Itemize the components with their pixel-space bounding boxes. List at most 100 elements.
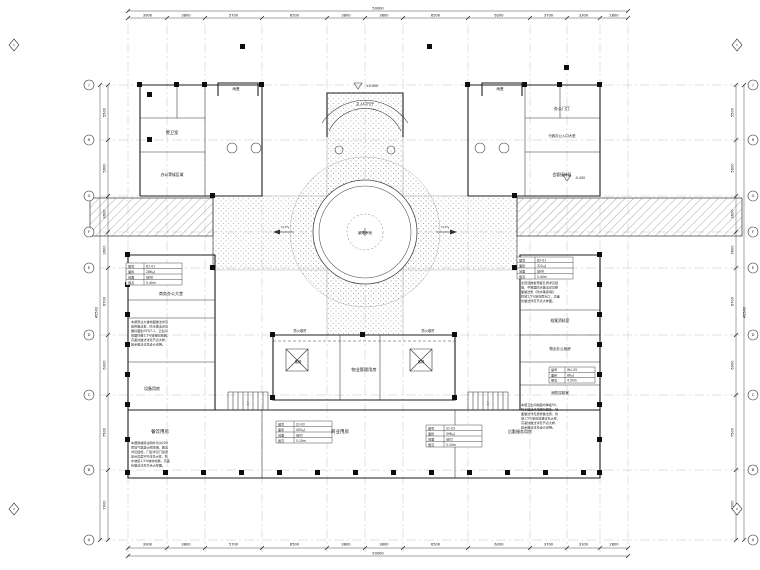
grid-layer (100, 25, 748, 552)
grid-bubble-circle (83, 226, 95, 238)
grid-bubble: G (747, 190, 759, 202)
dimension-text: 3600 (103, 209, 107, 219)
room-label: 防火卷帘 (422, 328, 435, 333)
grid-bubble: J (83, 79, 95, 91)
room-label: 雨蓬 (497, 86, 505, 91)
room-label: 物业办公用房 (549, 346, 571, 351)
room-label: 客梯 (295, 359, 302, 364)
note-line: 施，平屋面防水做法详见屋 (521, 285, 558, 290)
grid-bubble-label: A (752, 538, 755, 542)
dimension-text: 3800 (379, 14, 389, 18)
dimension-text: 6700 (103, 296, 107, 306)
entrance-column (386, 145, 396, 155)
grid-bubble-label: J (751, 83, 753, 87)
room-labels: 警卫室办公等候区域雨蓬雨蓬办公门厅行政办公入口大堂会客接待区商务办公大堂设备用房… (144, 84, 585, 435)
entrance-canopy-arcs (321, 100, 409, 132)
dimension-text: 5700 (229, 14, 239, 18)
note-line: 5.40m (146, 281, 156, 285)
dimension-text: 3700 (544, 14, 554, 18)
dimension-text: 5600 (103, 163, 107, 173)
grid-bubble-circle (747, 134, 759, 146)
room-label: 警卫室 (166, 129, 179, 136)
room-table-5 (548, 366, 596, 384)
room-label: i=1% (281, 225, 289, 229)
core-layer (227, 348, 509, 411)
fountain-center-cross (361, 228, 369, 236)
note-line: 厚加气混凝土砌块墙，做法 (131, 445, 168, 450)
dimension-text: 3800 (181, 14, 191, 18)
grid-bubble-label: D (88, 333, 91, 337)
dimension-text: 6500 (431, 543, 441, 547)
room-label: 景观水池 (358, 230, 372, 235)
grid-bubble-circle (83, 389, 95, 401)
room-label: 客梯 (418, 359, 425, 364)
note-line: 面积 (278, 427, 284, 432)
grid-bubble-circle (83, 134, 95, 146)
room-label: 上 (246, 400, 250, 405)
fountain-inner-ring (318, 185, 412, 279)
note-line: 5.10m (446, 443, 456, 447)
grid-bubble-label: C (88, 393, 91, 397)
dimension-text: 3300 (579, 14, 589, 18)
grid-bubble-label: D (752, 333, 755, 337)
room-label: 防火卷帘 (294, 328, 307, 333)
note-line: 坡1.5%坡向地漏详见大样， (521, 416, 560, 421)
grid-bubble: F (747, 226, 759, 238)
grid-bubble-circle (747, 79, 759, 91)
note-line: 装修做法表，防水做法详见 (131, 324, 168, 329)
note-line: 312㎡ (537, 263, 547, 268)
grid-bubble: H (747, 134, 759, 146)
note-line: 本层卫生间地面均降板50， (521, 402, 559, 407)
note-texts: 本层商业大堂地面做法详见装修做法表，防水做法详见国标图集05YJ7-1，卫生间地… (128, 258, 577, 468)
grid-bubble-label: H (752, 138, 755, 142)
room-label: ±0.000 (366, 84, 378, 88)
room-label: 档案资料室 (551, 318, 570, 323)
grid-bubble-label: E (752, 266, 755, 270)
note-line: 地面均做1.5%坡坡向地漏， (131, 333, 170, 338)
room-table-3 (275, 420, 333, 444)
road-west-hatch (89, 197, 214, 237)
note-line: 405㎡ (296, 427, 306, 432)
grid-bubble: A (83, 534, 95, 546)
section-mark-label: 2 (13, 507, 15, 511)
stair-west (227, 391, 269, 411)
round-column (474, 142, 486, 154)
note-line: 处做法详见节点大样图。 (131, 463, 165, 468)
room-table-4 (425, 424, 483, 448)
elevation-mark-east (562, 174, 572, 182)
note-line: 本层隔墙除注明外均为200 (131, 440, 168, 445)
note-line: 地02 (446, 437, 453, 442)
room-label: 雨蓬 (233, 86, 240, 91)
note-line: 层高 (278, 438, 284, 443)
room-label: 上 (486, 400, 490, 405)
note-line: 处做法详见节点大样图。 (521, 298, 555, 303)
note-line: 找坡1.5%坡向雨水口，高差 (521, 294, 560, 299)
symbol-layer (273, 82, 572, 235)
dimension-text: 5600 (731, 163, 735, 173)
note-line: 编号 (128, 264, 134, 269)
room-label: 商务办公大堂 (159, 290, 183, 296)
note-line: 面做法表（防水等级Ⅰ级） (521, 289, 556, 294)
dimension-text: 5500 (103, 107, 107, 117)
section-mark-diamond (8, 38, 20, 52)
dimension-text: 3600 (731, 209, 735, 219)
room-label: 后勤服务用房 (508, 428, 532, 434)
road-east-hatch (516, 197, 743, 237)
grid-bubble-circle (83, 329, 95, 341)
grid-bubble-circle (747, 226, 759, 238)
grid-bubble-circle (747, 464, 759, 476)
grid-bubble-label: H (88, 138, 91, 142)
note-line: 编号 (278, 422, 284, 427)
note-line: 编号 (428, 426, 434, 431)
note-line: 地面 (428, 437, 434, 442)
grid-bubble-label: J (87, 83, 89, 87)
slope-arrow-west-head (273, 229, 280, 235)
dimension-text: 3900 (143, 543, 153, 547)
elevation-mark-entrance (353, 82, 363, 90)
dimension-text: 6500 (290, 14, 300, 18)
dimension-text: 6500 (431, 14, 441, 18)
dimension-text: 2800 (609, 14, 619, 18)
room-label: 物业管理用房 (351, 366, 376, 373)
grid-bubbles: J H G F E D C B A J (83, 79, 759, 546)
